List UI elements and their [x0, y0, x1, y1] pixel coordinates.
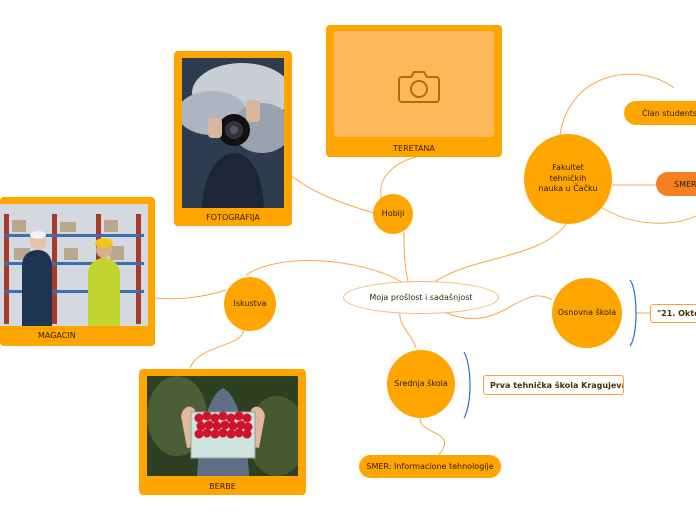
node-fakultet[interactable]: Fakultet tehničkih nauka u Čačku [524, 134, 612, 224]
node-osnovna-skola[interactable]: Osnovna škola [552, 278, 622, 348]
node-srednja-skola[interactable]: Srednja škola [387, 350, 455, 418]
card-caption-berbe: BERBE [209, 482, 236, 491]
warehouse-image [0, 204, 148, 326]
card-fotografija[interactable]: FOTOGRAFIJA [174, 51, 292, 226]
card-magacin[interactable]: MAGACIN [0, 197, 155, 346]
node-hobiji[interactable]: Hobiji [373, 194, 413, 234]
card-caption-magacin: MAGACIN [38, 331, 76, 340]
label-prva-tehnicka[interactable]: Prva tehnička škola Kragujevac [483, 375, 624, 395]
card-berbe[interactable]: BERBE [139, 369, 306, 495]
camera-placeholder [334, 31, 494, 137]
label-osnovna-name[interactable]: "21. Okto [650, 304, 696, 323]
camera-icon [398, 71, 440, 103]
node-iskustva[interactable]: Iskustva [224, 277, 276, 331]
central-topic[interactable]: Moja prošlost i sadašnjost [343, 281, 499, 314]
photographer-image [182, 58, 284, 208]
raspberries-image [147, 376, 298, 476]
pill-smer-srednja[interactable]: SMER: Informacione tehnologije [359, 455, 501, 478]
card-teretana[interactable]: TERETANA [326, 25, 502, 157]
pill-clan-studentskog[interactable]: Član studentsk [624, 101, 696, 125]
pill-smer-fakultet[interactable]: SMER [656, 172, 696, 196]
card-caption-fotografija: FOTOGRAFIJA [206, 213, 260, 222]
card-caption-teretana: TERETANA [393, 144, 435, 153]
